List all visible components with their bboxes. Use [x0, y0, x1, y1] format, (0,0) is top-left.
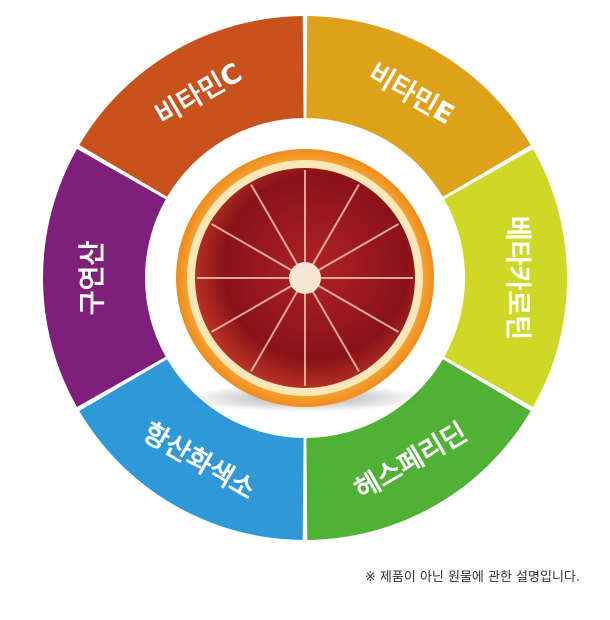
wheel-segment	[79, 16, 304, 197]
disclaimer-footnote: ※ 제품이 아닌 원물에 관한 설명입니다.	[364, 570, 580, 585]
wheel-segment	[306, 16, 531, 197]
wheel-segment	[444, 148, 568, 408]
blood-orange-slice-icon	[176, 149, 434, 412]
wheel-segment	[306, 359, 531, 540]
wheel-segment	[42, 148, 166, 408]
wheel-segment	[79, 359, 304, 540]
wheel-segment-label: 베타카로틴	[502, 216, 533, 340]
wheel-segment-label: 구연산	[78, 241, 109, 316]
